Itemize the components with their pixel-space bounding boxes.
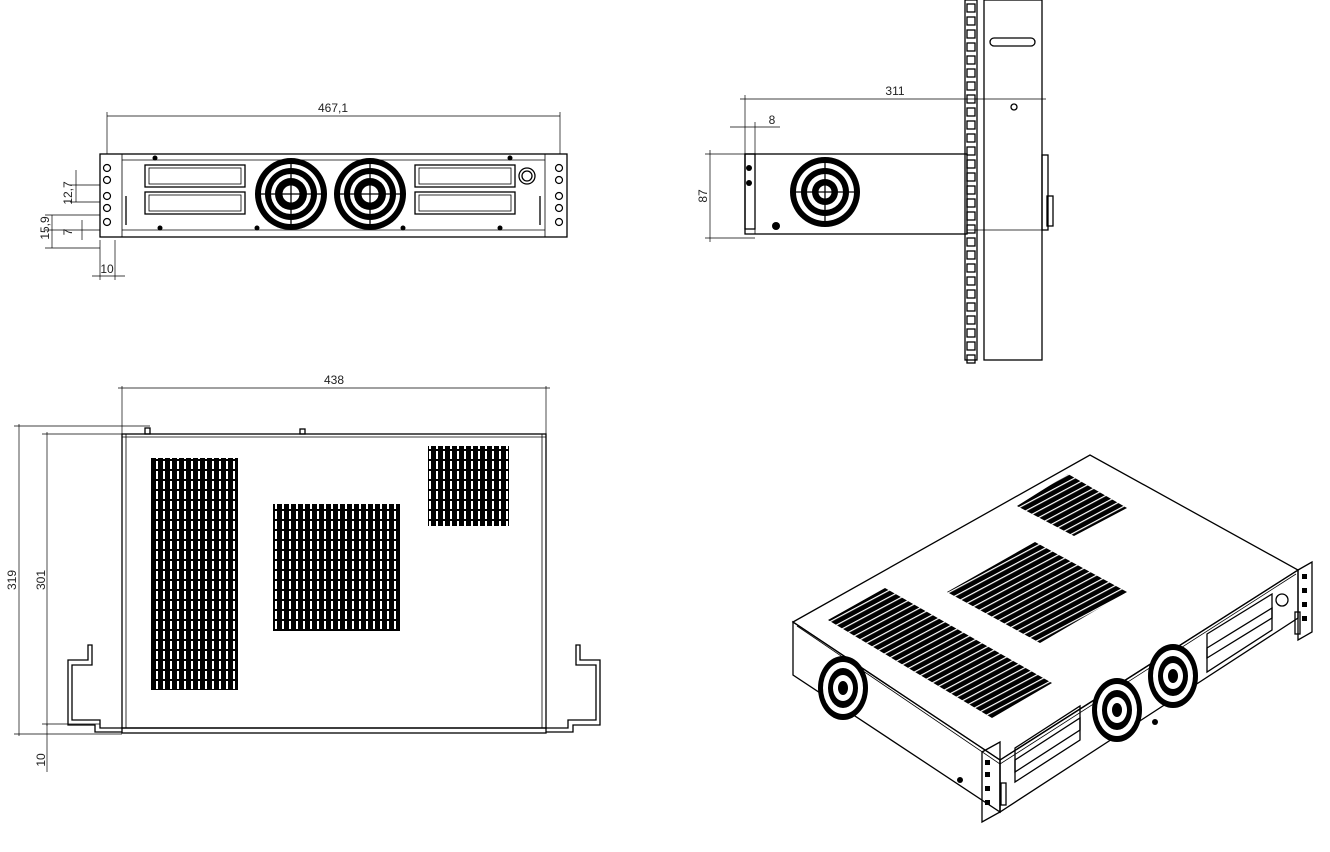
left-rack-ear-holes <box>102 163 112 227</box>
dim-top-depth-body: 301 <box>34 570 48 590</box>
rack-post-hole <box>966 289 976 299</box>
front-fan-left <box>255 158 327 230</box>
rack-post-hole <box>966 133 976 143</box>
front-fan-right <box>334 158 406 230</box>
iso-front-fan-1 <box>1092 678 1142 742</box>
rack-post-holes <box>966 3 976 364</box>
iso-vent-middle <box>947 542 1127 643</box>
dim-front-width: 467,1 <box>318 101 348 115</box>
iso-right-ear <box>1297 560 1313 642</box>
iso-vent-left <box>828 588 1052 718</box>
rack-post-hole <box>966 159 976 169</box>
top-vent-middle <box>273 504 400 631</box>
dim-side-height: 87 <box>696 189 710 203</box>
rack-post-hole <box>966 42 976 52</box>
dim-top-depth-total: 319 <box>5 570 19 590</box>
iso-drive-bay <box>1206 592 1273 660</box>
top-vent-left <box>151 458 238 690</box>
rack-post-hole <box>966 185 976 195</box>
rack-post-hole <box>966 120 976 130</box>
isometric-view <box>791 454 1313 824</box>
power-button <box>518 167 536 185</box>
rack-post-hole <box>966 68 976 78</box>
rack-post-hole <box>966 29 976 39</box>
drive-bay <box>144 164 246 188</box>
iso-front-fan-2 <box>1148 644 1198 708</box>
front-view: 467,1 12,7 15,9 7 10 <box>38 101 568 280</box>
right-rack-ear-holes <box>554 163 564 227</box>
rack-post-hole <box>966 211 976 221</box>
dim-top-width: 438 <box>324 373 344 387</box>
dim-side-offset: 8 <box>769 113 776 127</box>
rack-post-hole <box>966 55 976 65</box>
rack-post-hole <box>966 276 976 286</box>
dim-top-ear: 10 <box>34 753 48 767</box>
rack-post-hole <box>966 16 976 26</box>
rack-post-hole <box>966 198 976 208</box>
rack-post-hole <box>966 328 976 338</box>
dim-front-10: 10 <box>100 262 114 276</box>
rack-post-hole <box>966 237 976 247</box>
drive-bay <box>414 164 516 188</box>
rack-post-hole <box>966 146 976 156</box>
rack-post-hole <box>966 263 976 273</box>
dim-front-12-7: 12,7 <box>61 181 75 205</box>
dim-front-15-9: 15,9 <box>38 216 52 240</box>
side-view: 311 8 87 <box>696 0 1054 364</box>
rack-post-hole <box>966 172 976 182</box>
rack-post-hole <box>966 250 976 260</box>
top-view: 438 319 301 10 <box>5 373 601 772</box>
top-vent-right <box>428 446 509 526</box>
iso-side-fan <box>818 656 868 720</box>
rack-post-hole <box>966 81 976 91</box>
drive-bay <box>414 191 516 215</box>
iso-power-button <box>1275 593 1289 607</box>
iso-vent-right <box>1017 474 1127 536</box>
rack-post <box>964 0 1043 361</box>
side-fan <box>790 157 860 227</box>
dim-front-7: 7 <box>61 228 75 235</box>
rack-post-hole <box>966 107 976 117</box>
rack-post-hole <box>966 354 976 364</box>
rack-post-hole <box>966 224 976 234</box>
rack-post-hole <box>966 341 976 351</box>
iso-left-ear <box>981 740 1001 824</box>
rack-post-hole <box>966 302 976 312</box>
rack-post-hole <box>966 3 976 13</box>
rack-slot <box>989 37 1036 47</box>
dim-side-depth: 311 <box>885 84 904 98</box>
drive-bay <box>144 191 246 215</box>
rack-post-hole <box>966 315 976 325</box>
